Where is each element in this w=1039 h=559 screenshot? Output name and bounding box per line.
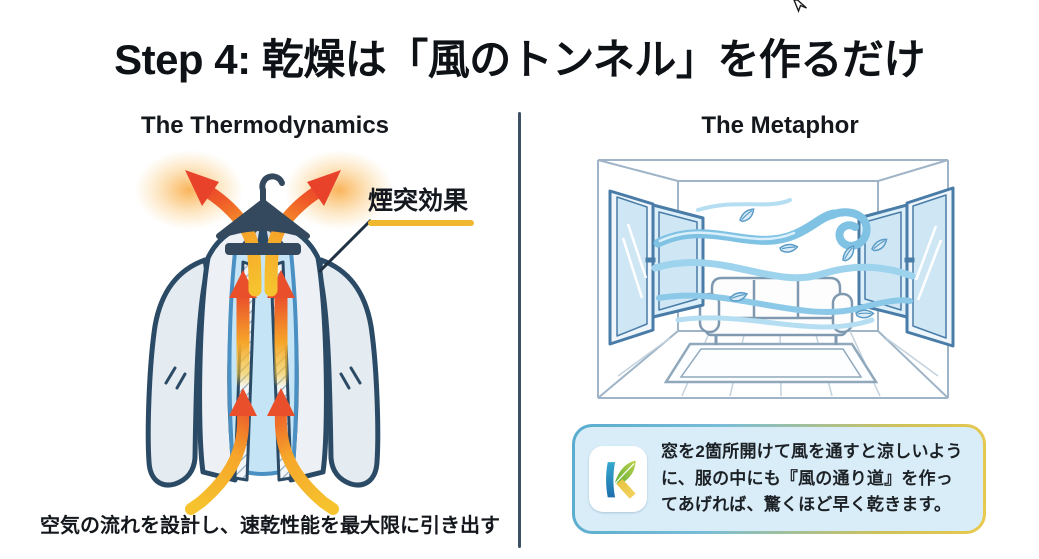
mouse-cursor-icon [793,0,807,13]
callout-body: 窓を2箇所開けて風を通すと涼しいように、服の中にも『風の通り道』を作ってあげれば… [575,427,983,531]
left-caption: 空気の流れを設計し、速乾性能を最大限に引き出す [40,515,500,537]
right-heading: The Metaphor [701,112,859,139]
chimney-effect-label: 煙突効果 [368,187,474,226]
k-leaf-logo-icon [606,460,636,499]
chimney-effect-text: 煙突効果 [368,187,469,215]
motion-marks [164,366,362,390]
vertical-divider [518,112,521,548]
label-underline [368,219,474,226]
metaphor-callout: 窓を2箇所開けて風を通すと涼しいように、服の中にも『風の通り道』を作ってあげれば… [572,424,986,534]
callout-text: 窓を2箇所開けて風を通すと涼しいように、服の中にも『風の通り道』を作ってあげれば… [661,441,963,515]
jacket-icon [145,217,381,488]
k-leaf-logo [589,446,647,512]
window-right-icon [857,186,955,348]
left-heading: The Thermodynamics [140,112,390,139]
jacket-illustration [135,150,393,515]
heat-glow [135,150,393,230]
annotation-pointer-line [317,218,373,274]
escape-arrowheads [185,170,341,206]
hanger-icon [216,173,310,255]
page-title: Step 4: 乾燥は「風のトンネル」を作るだけ [114,36,925,83]
rug-icon [663,342,879,384]
room-illustration [597,159,955,399]
